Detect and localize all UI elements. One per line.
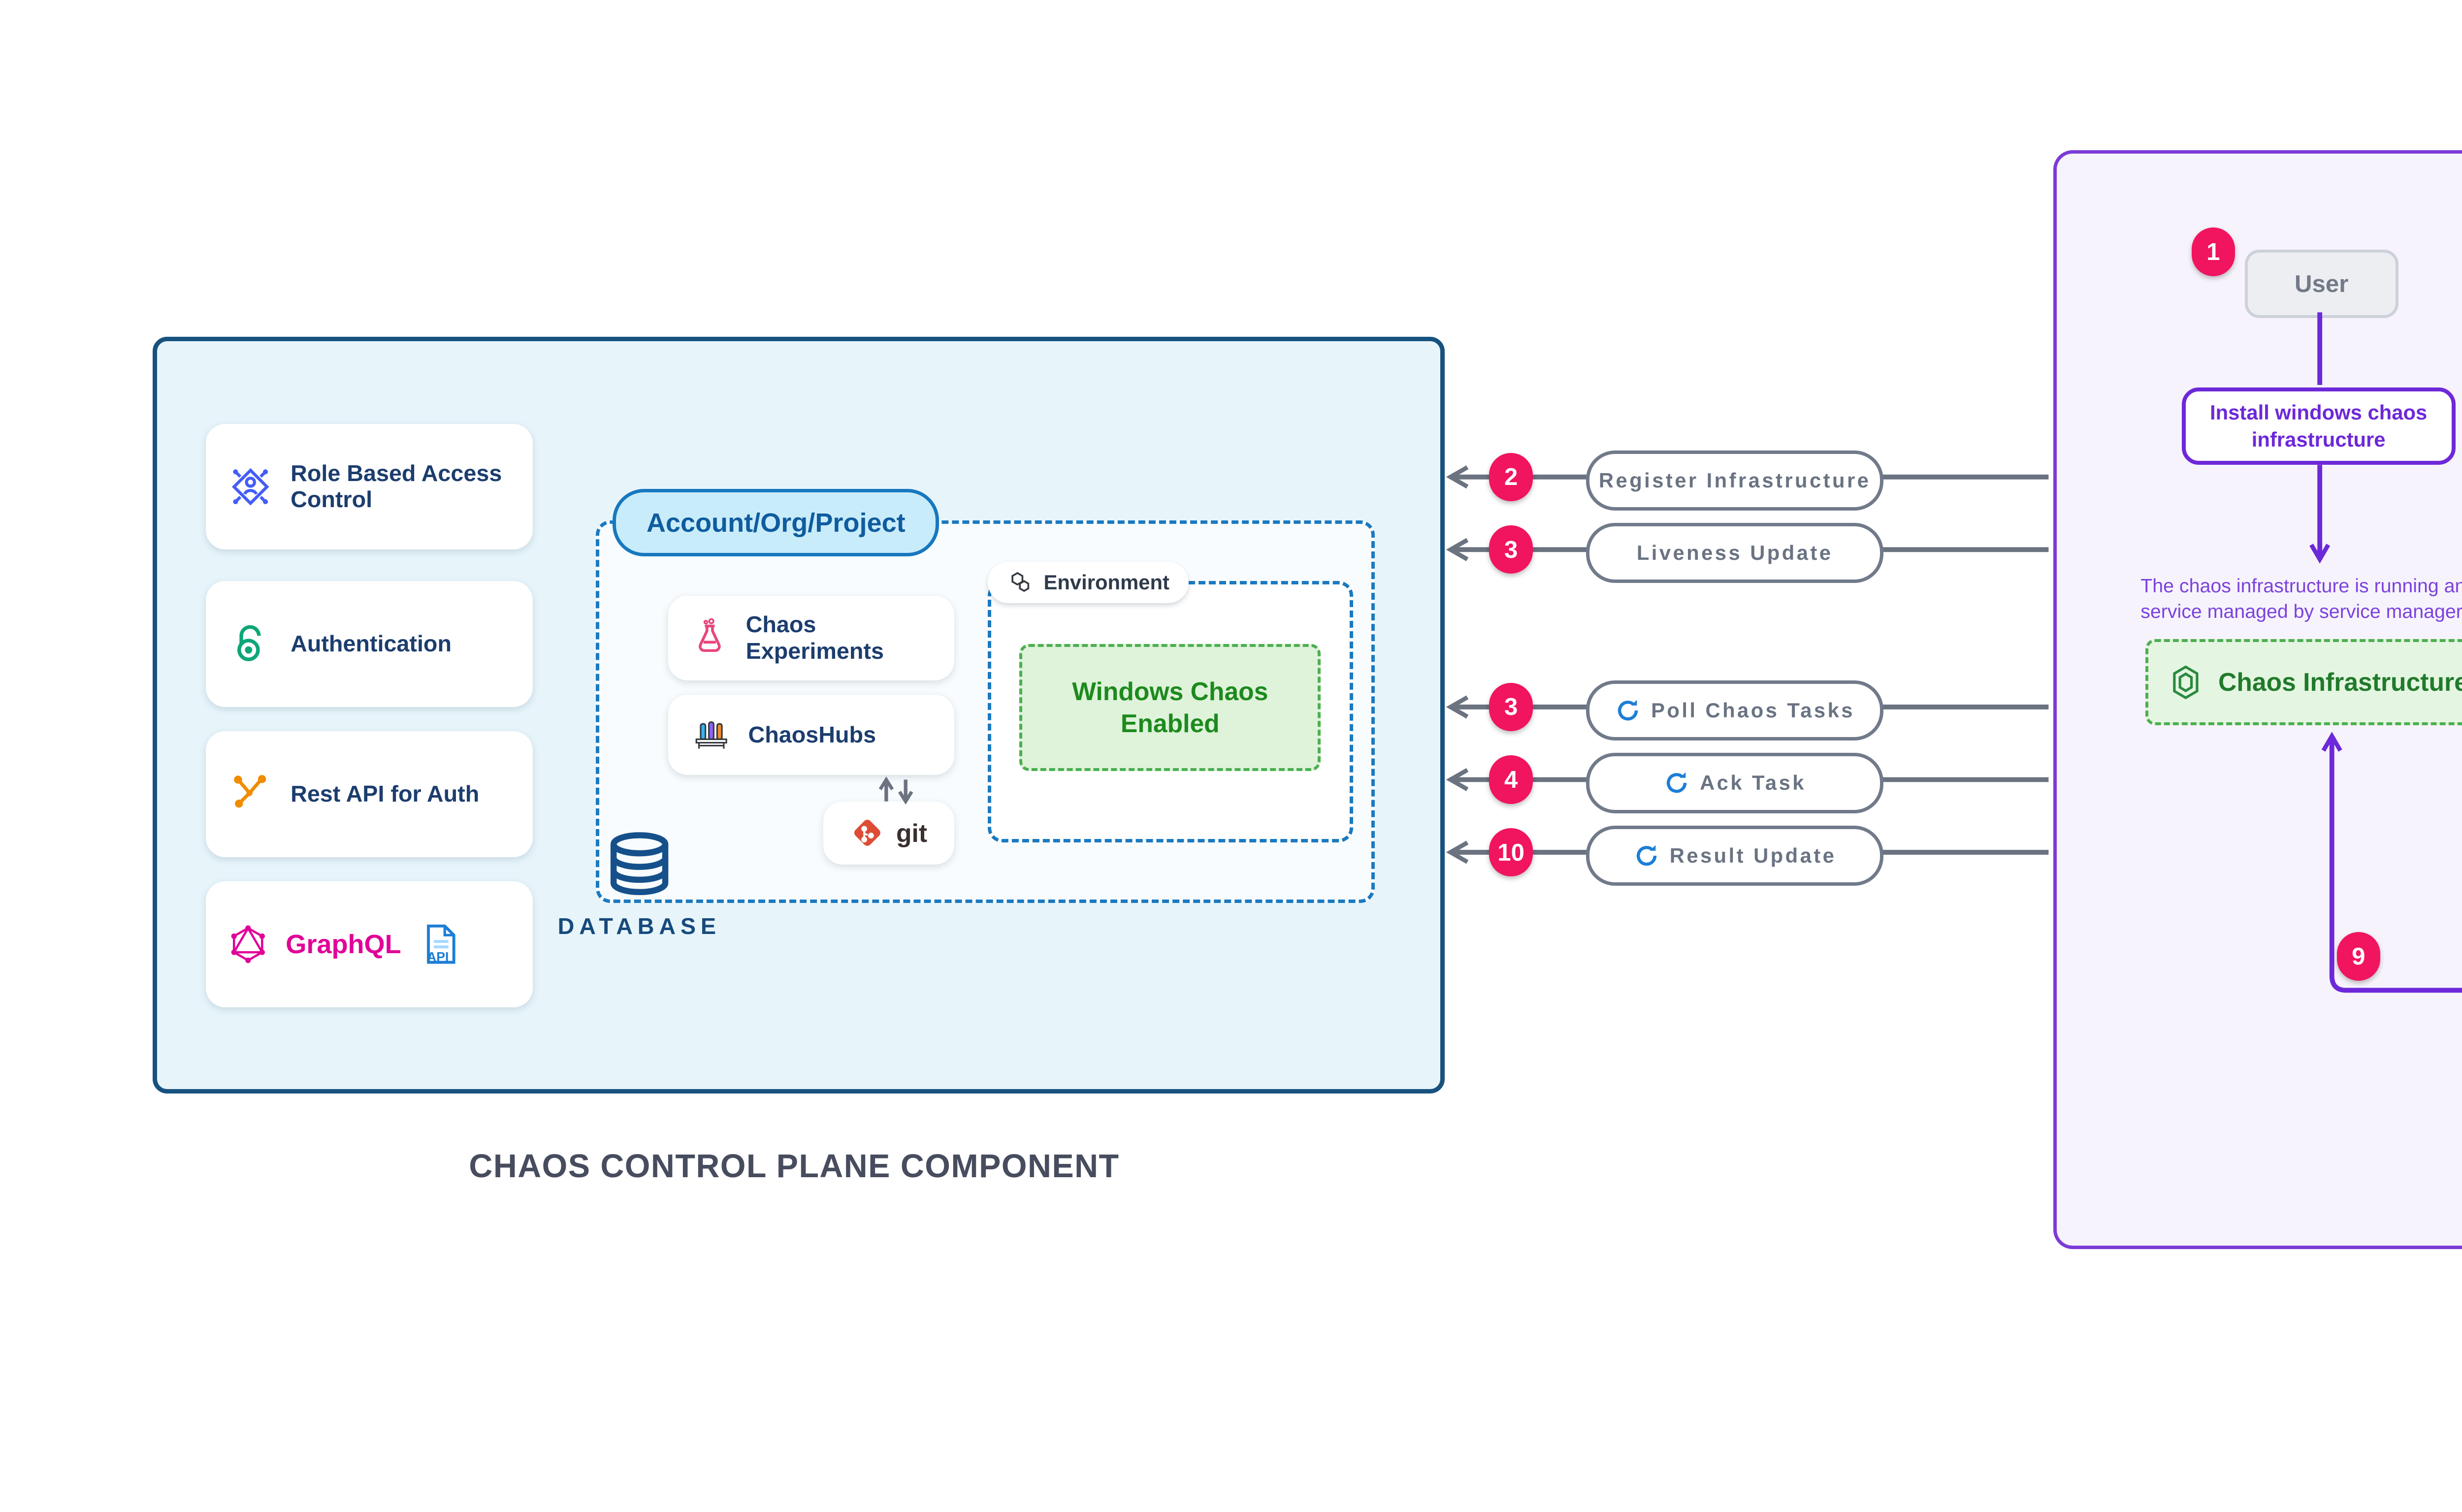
flow-label: Poll Chaos Tasks [1651, 698, 1855, 722]
user-box: User [2244, 249, 2398, 319]
step-badge-3: 3 [1489, 525, 1533, 574]
graphql-icon [231, 925, 265, 964]
control-plane-title: CHAOS CONTROL PLANE COMPONENT [469, 1148, 1120, 1185]
chaos-infrastructure-label: Chaos Infrastructure [2218, 668, 2462, 697]
chaos-experiments-label: Chaos Experiments [745, 611, 884, 664]
flow-result-update: Result Update [1586, 825, 1884, 886]
flow-label: Register Infrastructure [1598, 468, 1871, 492]
svg-text:API: API [427, 950, 449, 965]
step-badge-3b: 3 [1489, 682, 1533, 732]
database-icon [610, 832, 668, 895]
sync-icon [1667, 772, 1687, 793]
chaoshubs-card: ChaosHubs [668, 695, 954, 775]
step-badge-9: 9 [2336, 932, 2381, 981]
sync-icon [1636, 845, 1657, 866]
tube-rack-icon [695, 721, 727, 749]
database-label: DATABASE [557, 913, 721, 939]
authentication-label: Authentication [291, 631, 452, 657]
environment-label-pill: Environment [988, 561, 1189, 603]
flow-label: Ack Task [1700, 771, 1806, 795]
install-infra-box: Install windows chaos infrastructure [2181, 387, 2456, 465]
rest-api-card: Rest API for Auth [206, 731, 533, 857]
windows-chaos-enabled-label: Windows Chaos Enabled [1072, 677, 1268, 738]
open-lock-icon [237, 625, 261, 662]
user-label: User [2295, 270, 2349, 297]
hexagon-icon [2173, 665, 2199, 699]
windows-chaos-enabled-box: Windows Chaos Enabled [1019, 644, 1321, 771]
git-label: git [896, 818, 928, 847]
step-badge-2: 2 [1489, 452, 1533, 501]
git-card: git [823, 801, 954, 865]
branch-icon [234, 775, 266, 808]
account-scope-pill: Account/Org/Project [613, 489, 939, 557]
rest-api-label: Rest API for Auth [291, 781, 480, 807]
execution-plane-title: CHAOS EXECUTION PLANE COMPONENT [2364, 1317, 2462, 1354]
sync-icon [1618, 700, 1638, 721]
account-scope-label: Account/Org/Project [646, 508, 906, 538]
flow-ack-task: Ack Task [1586, 753, 1884, 813]
infra-running-note: The chaos infrastructure is running and … [2140, 575, 2462, 623]
step-badge-4: 4 [1489, 755, 1533, 804]
flow-poll-chaos-tasks: Poll Chaos Tasks [1586, 680, 1884, 741]
flow-label: Liveness Update [1636, 541, 1833, 565]
graphql-card: GraphQL API [206, 881, 533, 1007]
hexagons-icon [1011, 572, 1029, 592]
authentication-card: Authentication [206, 581, 533, 707]
flow-label: Result Update [1669, 844, 1837, 868]
flow-liveness-update: Liveness Update [1586, 523, 1884, 583]
chaoshubs-label: ChaosHubs [748, 721, 876, 747]
flask-icon [698, 618, 721, 652]
graphql-label: GraphQL [286, 929, 401, 959]
chaos-experiments-card: Chaos Experiments [668, 595, 954, 680]
rbac-icon [232, 468, 269, 506]
step-badge-10: 10 [1489, 828, 1533, 877]
rbac-label: Role Based Access Control [291, 460, 502, 513]
api-doc-icon: API [427, 925, 455, 965]
git-icon [854, 820, 880, 846]
chaos-infrastructure-box: Chaos Infrastructure [2145, 639, 2462, 725]
install-infra-label: Install windows chaos infrastructure [2210, 401, 2428, 451]
rbac-card: Role Based Access Control [206, 423, 533, 550]
flow-register-infrastructure: Register Infrastructure [1586, 450, 1884, 511]
step-badge-1: 1 [2191, 227, 2235, 276]
environment-label: Environment [1043, 570, 1169, 594]
